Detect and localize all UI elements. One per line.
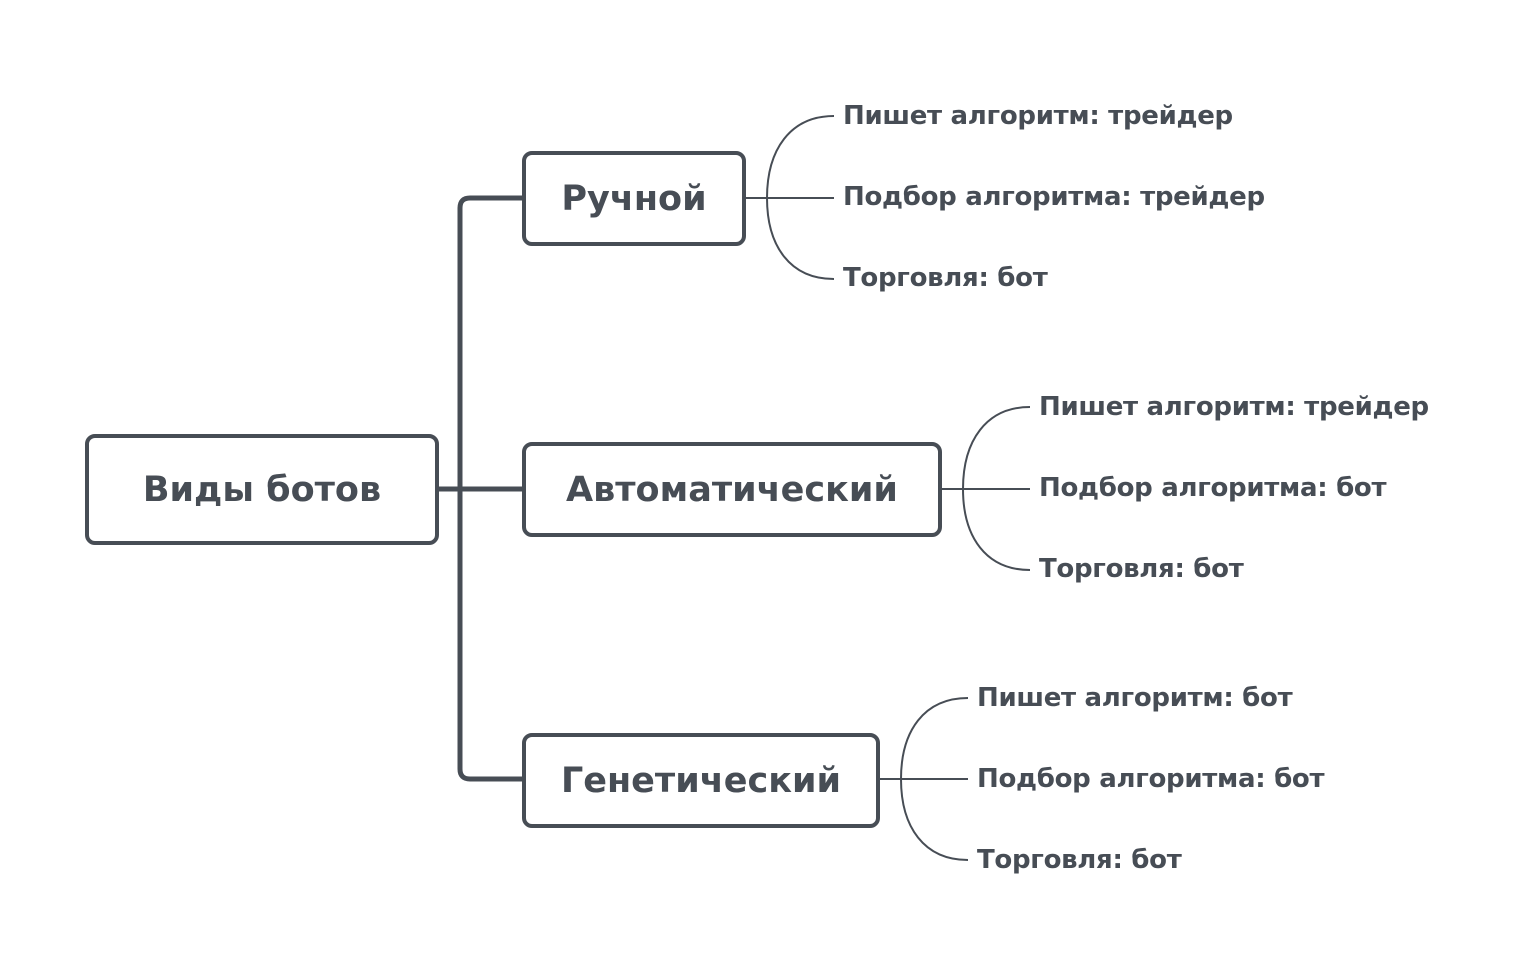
branch-node-manual[interactable]: Ручной — [522, 151, 746, 246]
root-node[interactable]: Виды ботов — [85, 434, 439, 545]
branch-node-label: Ручной — [561, 178, 707, 219]
leaf-node[interactable]: Пишет алгоритм: бот — [977, 683, 1293, 713]
leaf-connectors-3 — [880, 697, 969, 861]
leaf-node[interactable]: Подбор алгоритма: бот — [1039, 473, 1387, 503]
leaf-connectors-1 — [746, 115, 835, 280]
branch-node-automatic[interactable]: Автоматический — [522, 442, 942, 537]
branch-node-genetic[interactable]: Генетический — [522, 733, 880, 828]
branch-node-label: Генетический — [560, 760, 842, 801]
leaf-node[interactable]: Торговля: бот — [843, 263, 1048, 293]
root-node-label: Виды ботов — [142, 469, 382, 510]
leaf-node[interactable]: Подбор алгоритма: трейдер — [843, 182, 1265, 212]
leaf-node[interactable]: Торговля: бот — [1039, 554, 1244, 584]
leaf-node[interactable]: Торговля: бот — [977, 845, 1182, 875]
branch-node-label: Автоматический — [566, 469, 898, 510]
leaf-node[interactable]: Пишет алгоритм: трейдер — [843, 101, 1233, 131]
leaf-node[interactable]: Подбор алгоритма: бот — [977, 764, 1325, 794]
leaf-node[interactable]: Пишет алгоритм: трейдер — [1039, 392, 1429, 422]
leaf-connectors-2 — [942, 406, 1031, 571]
